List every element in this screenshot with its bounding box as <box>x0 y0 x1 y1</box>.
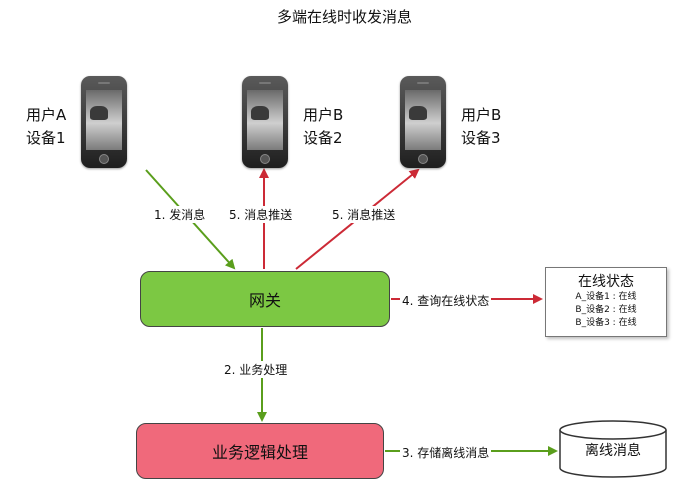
online-status-title: 在线状态 <box>578 274 634 290</box>
status-row: B_设备3 : 在线 <box>575 318 637 328</box>
edge-label-store: 3. 存储离线消息 <box>400 444 492 461</box>
offline-store-label: 离线消息 <box>585 443 641 459</box>
device-label-1: 用户A 设备1 <box>26 104 66 150</box>
phone-icon-device-2 <box>242 76 288 168</box>
edge-label-process: 2. 业务处理 <box>222 361 290 378</box>
phone-icon-device-1 <box>81 76 127 168</box>
device-name: 设备2 <box>303 129 343 147</box>
online-status-card: 在线状态 A_设备1 : 在线 B_设备2 : 在线 B_设备3 : 在线 <box>545 267 667 337</box>
device-user: 用户B <box>461 106 502 124</box>
device-name: 设备3 <box>461 129 501 147</box>
phone-icon-device-3 <box>400 76 446 168</box>
offline-store-cylinder <box>559 420 667 478</box>
gateway-box: 网关 <box>140 271 390 327</box>
device-label-3: 用户B 设备3 <box>461 104 501 150</box>
edge-label-send: 1. 发消息 <box>152 206 208 223</box>
diagram-title: 多端在线时收发消息 <box>276 8 412 26</box>
edge-label-push1: 5. 消息推送 <box>227 206 295 223</box>
edge-label-query: 4. 查询在线状态 <box>400 292 492 309</box>
status-row: B_设备2 : 在线 <box>575 305 637 315</box>
edge-label-push2: 5. 消息推送 <box>330 206 398 223</box>
status-row: A_设备1 : 在线 <box>575 292 637 302</box>
gateway-label: 网关 <box>248 291 281 310</box>
device-user: 用户A <box>26 106 67 124</box>
device-label-2: 用户B 设备2 <box>303 104 343 150</box>
business-logic-label: 业务逻辑处理 <box>211 443 308 462</box>
device-user: 用户B <box>303 106 344 124</box>
device-name: 设备1 <box>26 129 66 147</box>
business-logic-box: 业务逻辑处理 <box>136 423 384 479</box>
